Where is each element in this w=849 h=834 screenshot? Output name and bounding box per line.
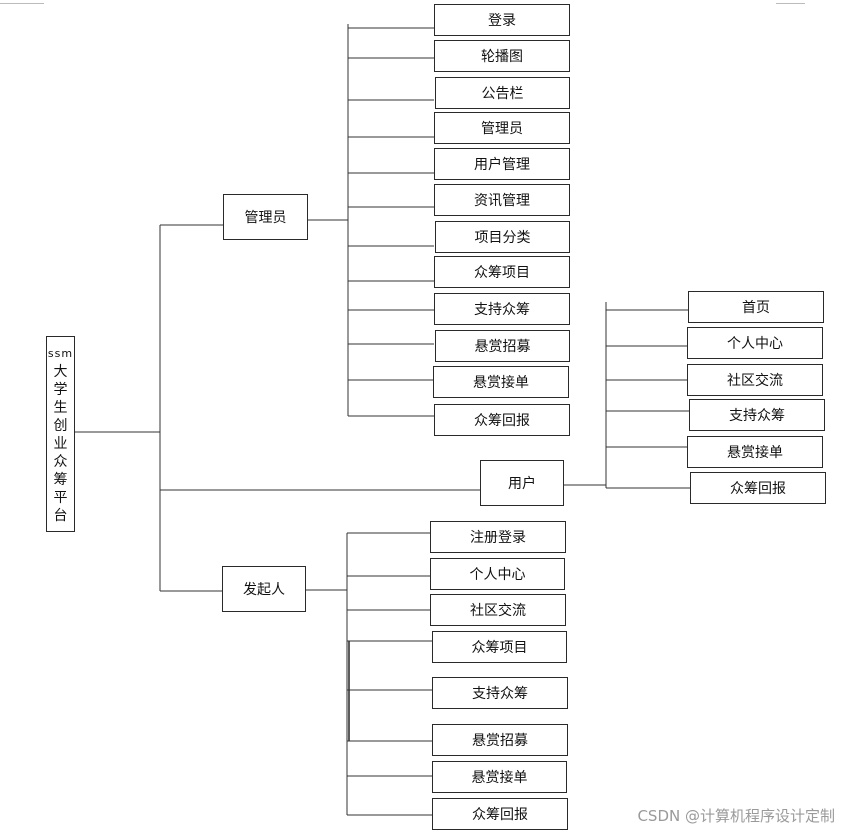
admin-item: 管理员 xyxy=(434,112,570,144)
root-prefix: ssm xyxy=(47,347,74,360)
initiator-item: 众筹回报 xyxy=(432,798,568,830)
admin-item: 悬赏接单 xyxy=(433,366,569,398)
initiator-item: 众筹项目 xyxy=(432,631,567,663)
csdn-watermark: CSDN @计算机程序设计定制 xyxy=(637,807,835,825)
initiator-item: 注册登录 xyxy=(430,521,566,553)
role-node-initiator: 发起人 xyxy=(222,566,306,612)
user-item: 支持众筹 xyxy=(689,399,825,431)
admin-item: 支持众筹 xyxy=(434,293,570,325)
user-item: 个人中心 xyxy=(687,327,823,359)
admin-item: 众筹回报 xyxy=(434,404,570,436)
initiator-item: 悬赏接单 xyxy=(432,761,567,793)
user-item: 首页 xyxy=(688,291,824,323)
root-char: 生 xyxy=(53,400,68,416)
admin-item: 资讯管理 xyxy=(434,184,570,216)
root-char: 台 xyxy=(53,508,68,524)
admin-item: 轮播图 xyxy=(434,40,570,72)
root-char: 学 xyxy=(53,382,68,398)
root-char: 筹 xyxy=(53,472,68,488)
root-char: 大 xyxy=(53,364,68,380)
user-item: 社区交流 xyxy=(687,364,823,396)
root-node: ssm 大 学 生 创 业 众 筹 平 台 xyxy=(46,336,75,532)
role-node-user: 用户 xyxy=(480,460,564,506)
admin-item: 用户管理 xyxy=(434,148,570,180)
initiator-item: 社区交流 xyxy=(430,594,566,626)
root-char: 众 xyxy=(53,454,68,470)
root-char: 业 xyxy=(53,436,68,452)
corner-mark-right xyxy=(776,0,805,4)
root-char: 创 xyxy=(53,418,68,434)
admin-item: 登录 xyxy=(434,4,570,36)
user-item: 悬赏接单 xyxy=(687,436,823,468)
initiator-item: 支持众筹 xyxy=(432,677,568,709)
admin-item: 公告栏 xyxy=(435,77,570,109)
root-char: 平 xyxy=(53,490,68,506)
initiator-item: 悬赏招募 xyxy=(432,724,568,756)
admin-item: 悬赏招募 xyxy=(435,330,570,362)
admin-item: 项目分类 xyxy=(435,221,570,253)
initiator-item: 个人中心 xyxy=(430,558,565,590)
user-item: 众筹回报 xyxy=(690,472,826,504)
admin-item: 众筹项目 xyxy=(434,256,570,288)
corner-mark-left xyxy=(0,0,44,4)
role-node-admin: 管理员 xyxy=(223,194,308,240)
